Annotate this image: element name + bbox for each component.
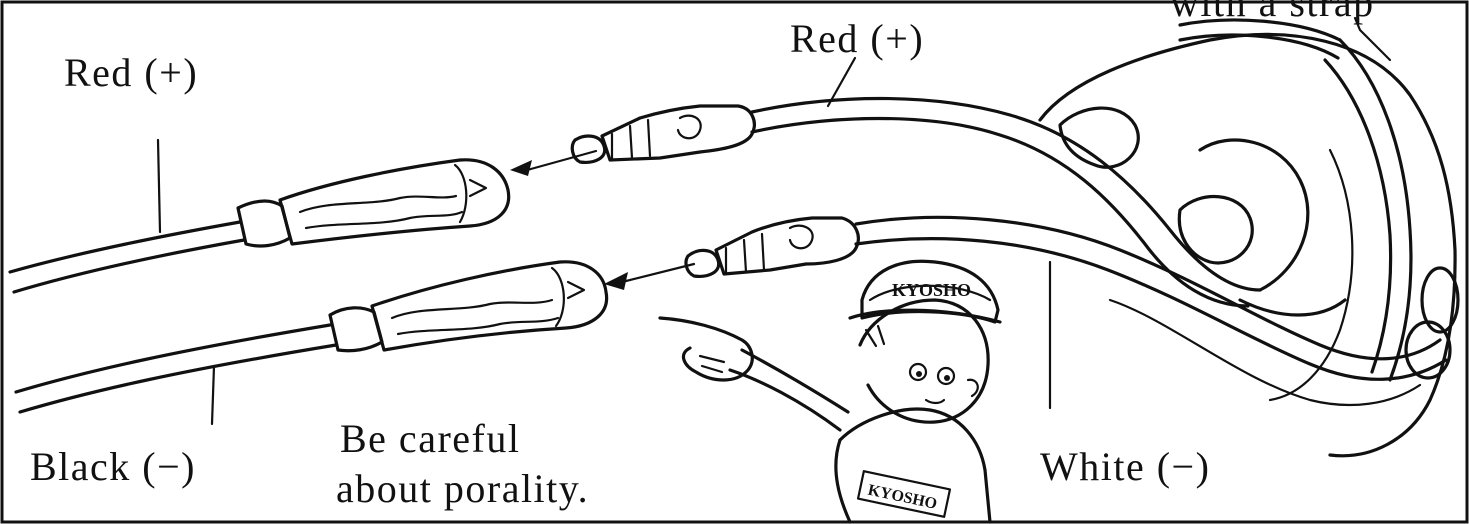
kyosho-boy-mascot: KYOSHO KYOSHO bbox=[658, 259, 1002, 524]
leader-red-left bbox=[156, 138, 162, 234]
hand-with-strap bbox=[1038, 16, 1460, 458]
leader-black bbox=[210, 364, 216, 426]
strap-note-label: with a strap bbox=[1170, 0, 1375, 25]
arrow-head-icon bbox=[604, 262, 696, 290]
right-white-cable bbox=[854, 215, 1448, 407]
left-red-connector bbox=[236, 158, 511, 248]
left-black-cable bbox=[14, 323, 338, 414]
left-black-connector bbox=[328, 260, 609, 353]
right-white-plug bbox=[684, 216, 860, 278]
red-plus-right-label: Red (+) bbox=[790, 16, 924, 61]
leader-red-right bbox=[826, 56, 857, 108]
caution-line1-label: Be careful bbox=[340, 416, 520, 461]
black-minus-label: Black (−) bbox=[30, 444, 196, 489]
left-red-cable bbox=[8, 220, 246, 294]
red-plus-left-label: Red (+) bbox=[64, 50, 198, 95]
right-red-cable bbox=[750, 96, 1262, 308]
cap-logo: KYOSHO bbox=[892, 280, 971, 300]
white-minus-label: White (−) bbox=[1040, 444, 1210, 489]
arrow-head-icon bbox=[510, 149, 598, 176]
caution-line2-label: about porality. bbox=[336, 466, 589, 511]
right-red-plug bbox=[570, 104, 756, 164]
